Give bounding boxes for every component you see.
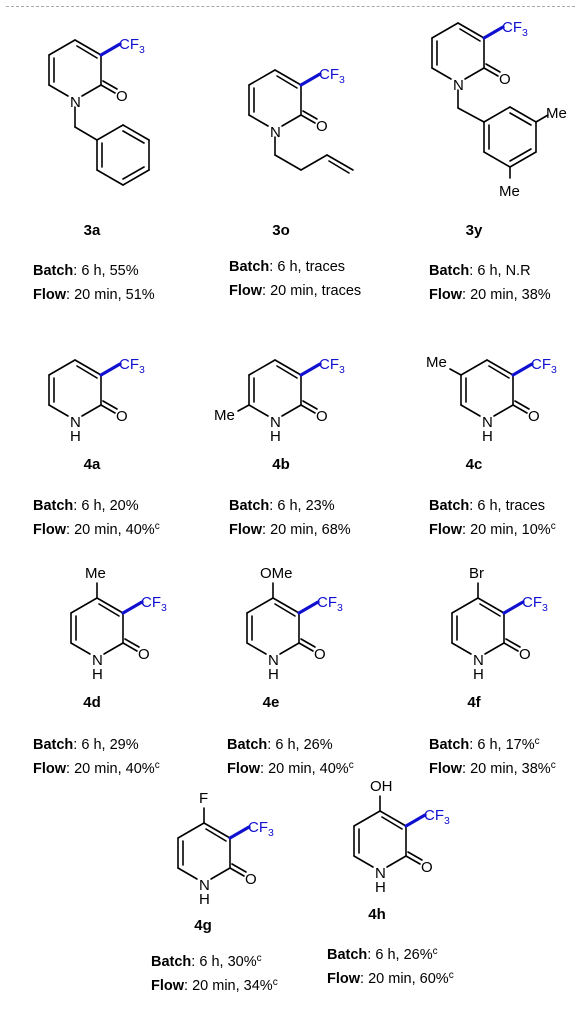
svg-text:CF3: CF3 (119, 36, 145, 56)
compound-label-4a: 4a (83, 456, 101, 473)
svg-text:H: H (473, 666, 484, 683)
svg-text:CF3: CF3 (119, 356, 145, 376)
svg-text:H: H (92, 666, 103, 683)
compound-label-4g: 4g (194, 917, 212, 934)
svg-text:OH: OH (370, 778, 393, 795)
svg-text:N: N (453, 77, 464, 94)
compound-label-4b: 4b (272, 456, 290, 473)
svg-text:Me: Me (426, 354, 447, 371)
svg-text:O: O (116, 88, 128, 105)
svg-text:N: N (375, 865, 386, 882)
conditions-4b: Batch: 6 h, 23% Flow: 20 min, 68% (229, 498, 351, 538)
compound-label-4h: 4h (368, 906, 386, 923)
conditions-4g: Batch: 6 h, 30%c Flow: 20 min, 34%c (151, 953, 278, 995)
compound-label-4f: 4f (467, 694, 481, 711)
compound-label-4c: 4c (465, 456, 483, 473)
conditions-4e: Batch: 6 h, 26% Flow: 20 min, 40%c (227, 737, 354, 777)
svg-text:O: O (245, 871, 257, 888)
conditions-4a: Batch: 6 h, 20% Flow: 20 min, 40%c (33, 498, 160, 538)
svg-text:O: O (116, 408, 128, 425)
svg-text:Br: Br (469, 565, 484, 582)
svg-text:N: N (482, 414, 493, 431)
compound-label-3a: 3a (83, 222, 101, 239)
svg-text:CF3: CF3 (502, 19, 528, 39)
svg-text:CF3: CF3 (141, 594, 167, 614)
svg-text:O: O (499, 71, 511, 88)
svg-text:CF3: CF3 (317, 594, 343, 614)
svg-text:O: O (316, 118, 328, 135)
svg-text:O: O (519, 646, 531, 663)
svg-text:H: H (270, 428, 281, 445)
svg-text:N: N (268, 652, 279, 669)
svg-text:Me: Me (546, 105, 567, 122)
conditions-3y: Batch: 6 h, N.R Flow: 20 min, 38% (429, 263, 551, 303)
svg-text:CF3: CF3 (319, 66, 345, 86)
svg-text:Me: Me (499, 183, 520, 200)
svg-text:OMe: OMe (260, 565, 293, 582)
svg-text:O: O (138, 646, 150, 663)
compound-label-3y: 3y (465, 222, 483, 239)
svg-text:N: N (70, 414, 81, 431)
conditions-3a: Batch: 6 h, 55% Flow: 20 min, 51% (33, 263, 155, 303)
svg-text:N: N (199, 877, 210, 894)
conditions-3o: Batch: 6 h, traces Flow: 20 min, traces (229, 259, 362, 299)
compound-label-3o: 3o (272, 222, 290, 239)
svg-text:CF3: CF3 (531, 356, 557, 376)
svg-text:N: N (270, 414, 281, 431)
svg-text:H: H (375, 879, 386, 896)
svg-text:N: N (92, 652, 103, 669)
compound-label-4e: 4e (262, 694, 280, 711)
svg-text:O: O (528, 408, 540, 425)
svg-text:H: H (482, 428, 493, 445)
top-dashed-divider (6, 6, 575, 7)
svg-text:H: H (199, 891, 210, 908)
svg-text:N: N (473, 652, 484, 669)
svg-text:N: N (70, 94, 81, 111)
svg-text:CF3: CF3 (424, 807, 450, 827)
conditions-4f: Batch: 6 h, 17%c Flow: 20 min, 38%c (429, 736, 556, 778)
conditions-4c: Batch: 6 h, traces Flow: 20 min, 10%c (429, 498, 556, 538)
svg-text:CF3: CF3 (522, 594, 548, 614)
svg-text:N: N (270, 124, 281, 141)
svg-text:H: H (268, 666, 279, 683)
svg-text:O: O (421, 859, 433, 876)
conditions-4h: Batch: 6 h, 26%c Flow: 20 min, 60%c (327, 946, 454, 988)
svg-text:F: F (199, 790, 208, 807)
conditions-4d: Batch: 6 h, 29% Flow: 20 min, 40%c (33, 737, 160, 777)
svg-text:H: H (70, 428, 81, 445)
svg-text:CF3: CF3 (319, 356, 345, 376)
svg-text:Me: Me (214, 407, 235, 424)
svg-text:O: O (314, 646, 326, 663)
svg-text:Me: Me (85, 565, 106, 582)
svg-text:CF3: CF3 (248, 819, 274, 839)
svg-text:O: O (316, 408, 328, 425)
compound-label-4d: 4d (83, 694, 101, 711)
